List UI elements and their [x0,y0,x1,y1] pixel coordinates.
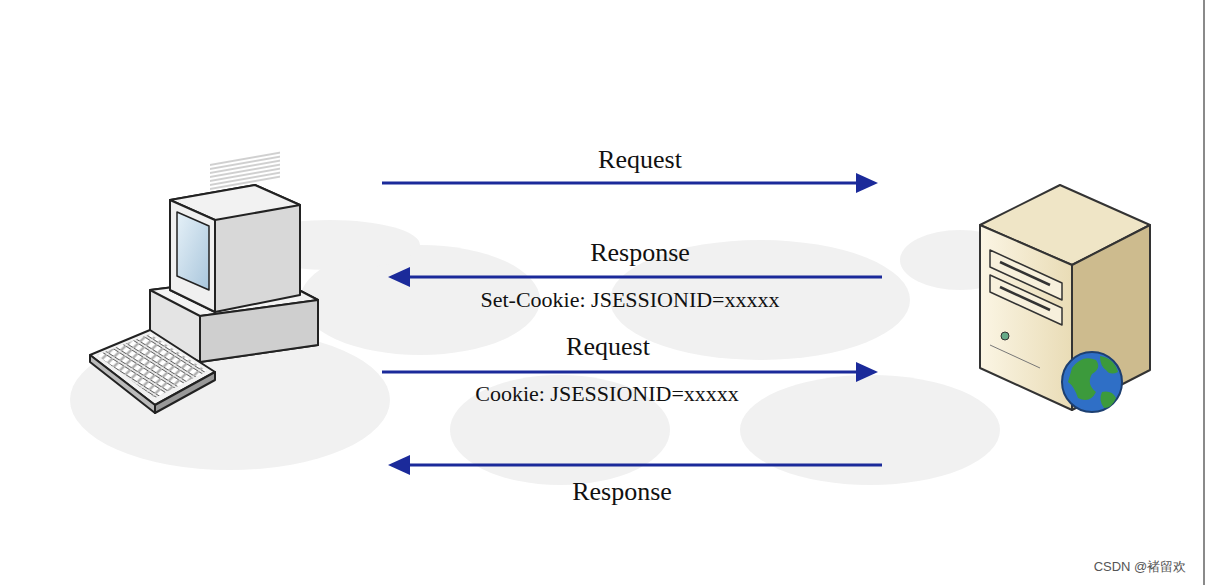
client-computer [90,151,318,413]
monitor-screen [177,212,209,290]
response-arrow [408,276,882,279]
monitor-front [170,200,215,312]
drive-bay [990,275,1062,325]
keyboard [90,330,215,405]
header-label: Cookie: JSESSIONID=xxxxx [475,381,739,407]
keyboard-edge [90,355,155,413]
monitor-body [170,185,300,312]
server [980,185,1150,412]
arrowhead [388,267,410,287]
message-arrows [382,173,882,475]
server-front [980,225,1072,410]
drive-slot [1000,287,1050,310]
drive-slot [1000,262,1050,285]
arrowhead [388,455,410,475]
globe [1062,352,1122,412]
watermark: CSDN @褚留欢 [1094,559,1187,575]
header-label: Set-Cookie: JSESSIONID=xxxxx [480,287,779,313]
response-arrow [408,464,882,467]
page-border [1203,0,1205,585]
monitor-vents [210,151,280,191]
globe-land [1100,392,1116,408]
message-label: Response [572,476,672,507]
message-label: Response [590,237,690,268]
arrowhead [856,173,878,193]
globe-land [1100,356,1118,374]
request-arrow [382,182,858,185]
message-label: Request [598,144,682,175]
arrowhead [856,362,878,382]
power-led [1001,332,1009,340]
keyboard-edge [155,372,215,413]
map-landmass [740,375,1000,485]
message-label: Request [566,331,650,362]
request-arrow [382,371,858,374]
globe-land [1068,358,1098,400]
panel-line [990,345,1040,368]
